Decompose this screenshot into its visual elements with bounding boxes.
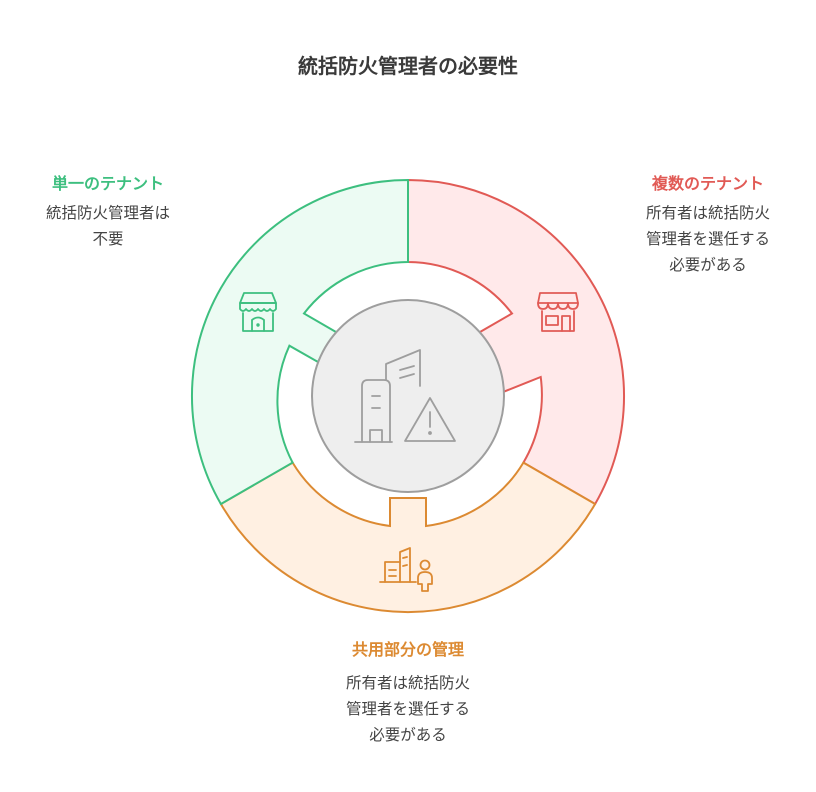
building-person-icon: [379, 547, 433, 592]
segment-single-tenant: [190, 178, 409, 506]
heading-common-area: 共用部分の管理: [351, 640, 464, 659]
building-warning-icon: [354, 349, 456, 443]
heading-single-tenant: 単一のテナント: [51, 174, 164, 193]
description-single-tenant: 統括防火管理者は 不要: [45, 204, 170, 248]
segment-common-area: [219, 461, 597, 613]
description-common-area: 所有者は統括防火 管理者を選任する 必要がある: [345, 674, 470, 744]
store-icon: [239, 292, 277, 332]
heading-multi-tenant: 複数のテナント: [651, 174, 764, 193]
description-multi-tenant: 所有者は統括防火 管理者を選任する 必要がある: [645, 204, 770, 274]
diagram-title: 統括防火管理者の必要性: [298, 54, 518, 78]
shop-icon: [537, 292, 579, 332]
center-circle: [311, 299, 505, 493]
